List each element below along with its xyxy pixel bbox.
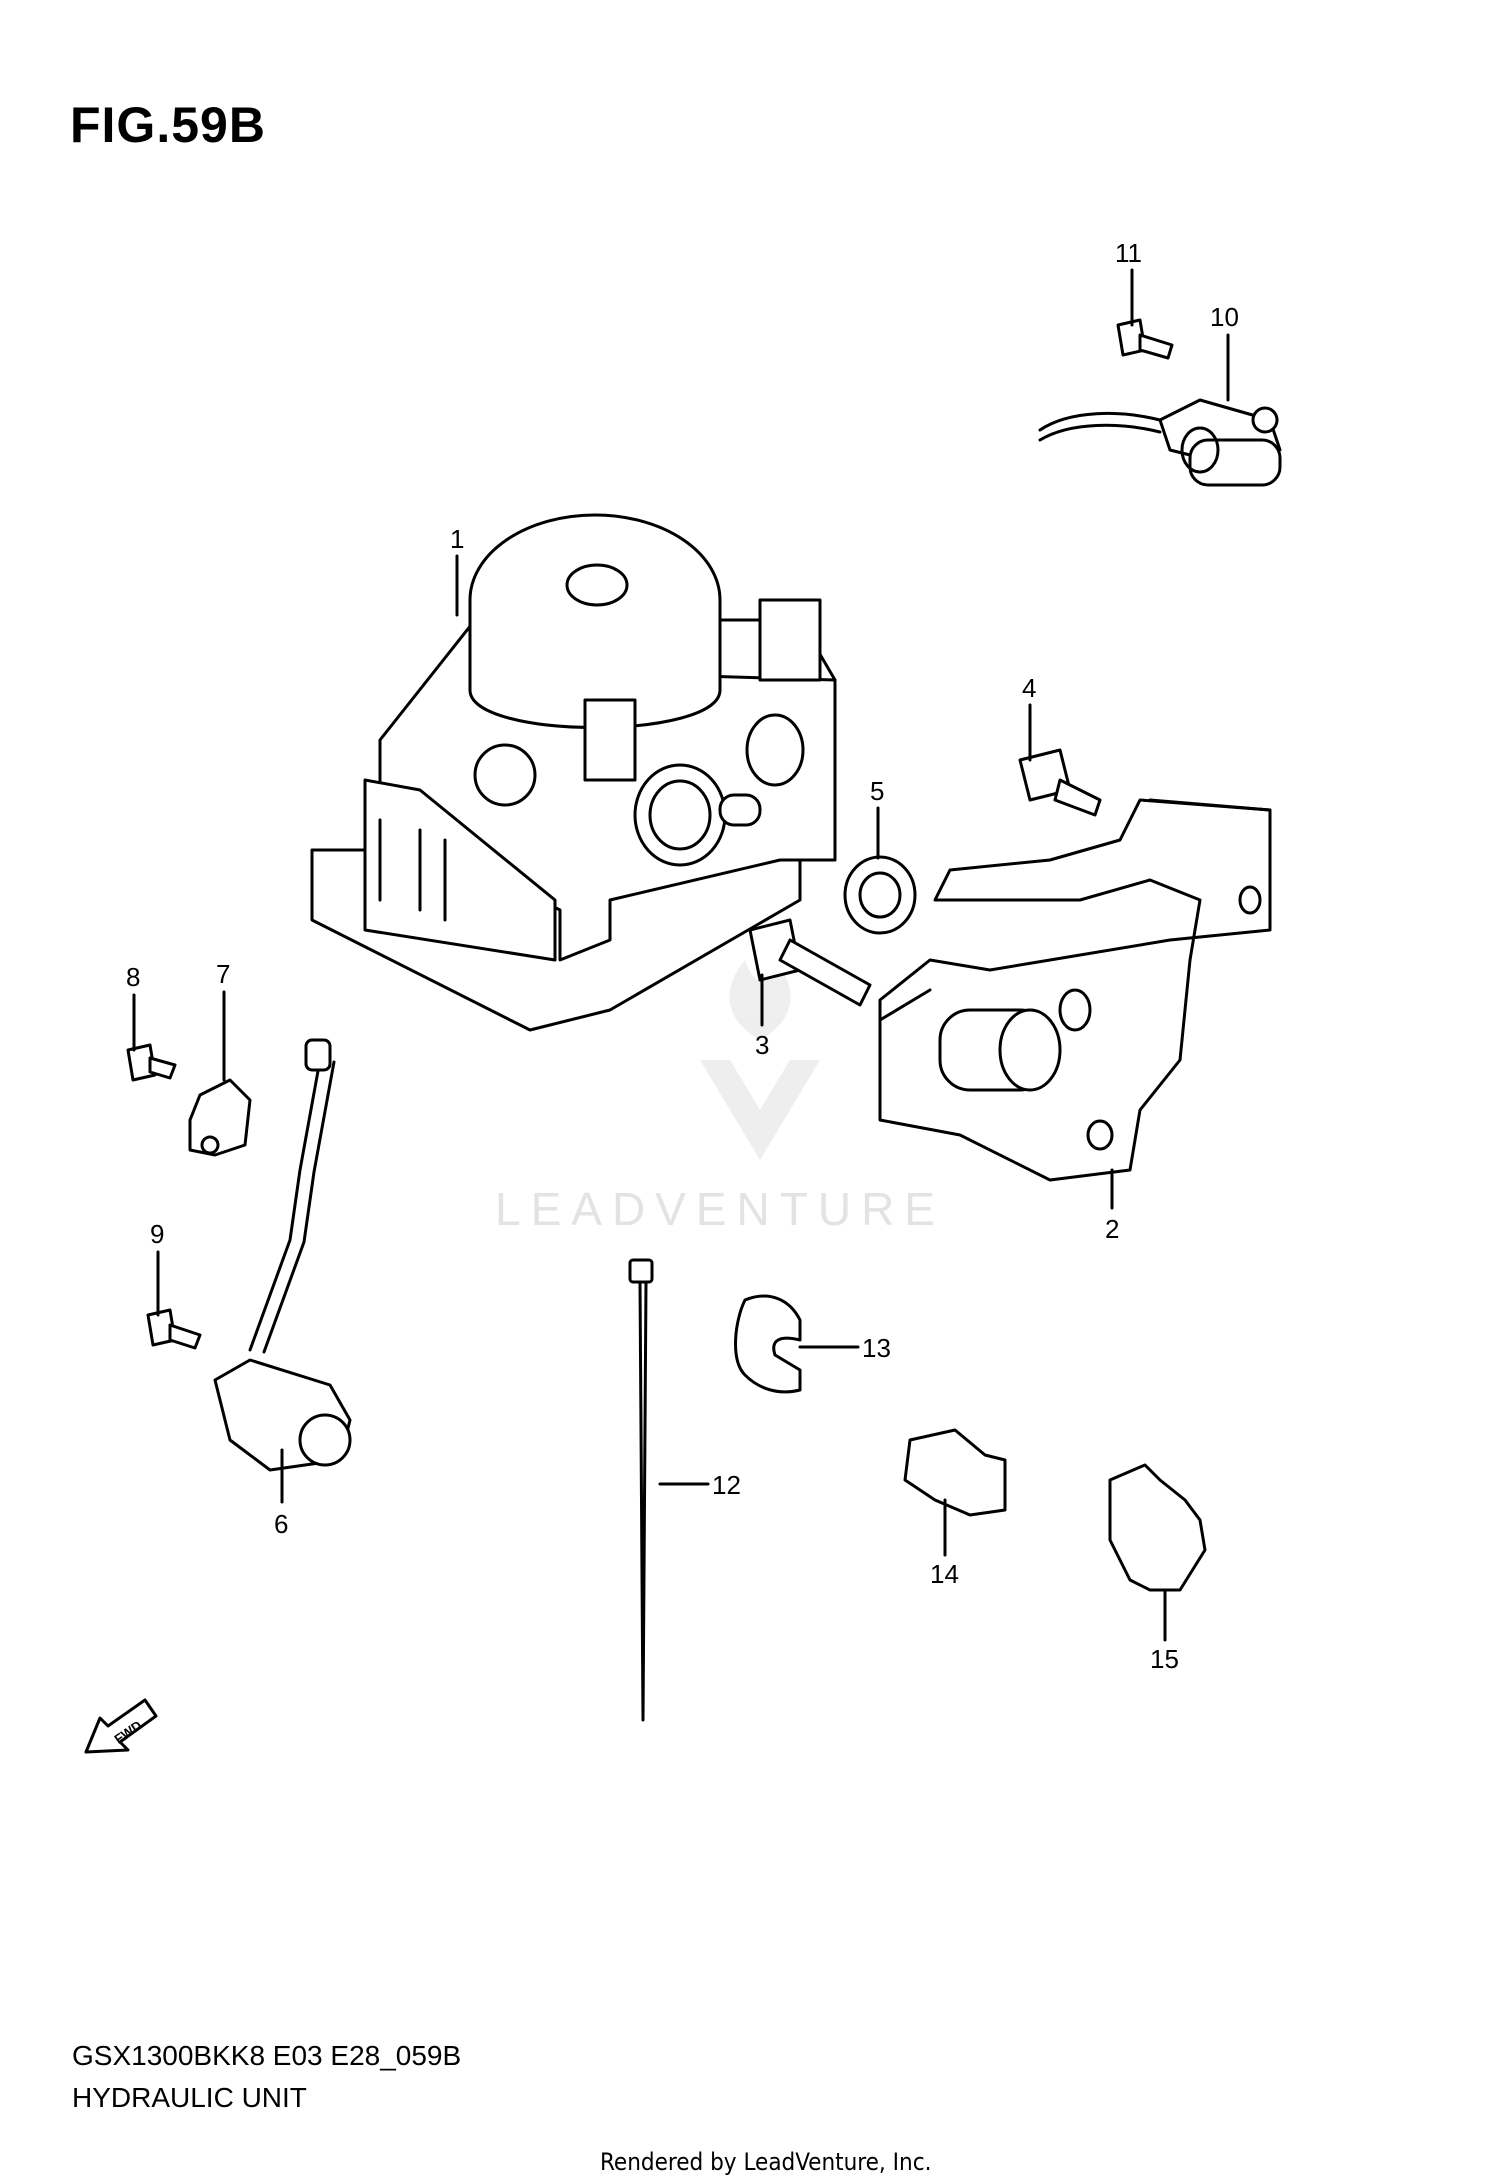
bolt-8-part xyxy=(126,1043,177,1082)
fwd-arrow-icon: FWD xyxy=(84,1698,158,1754)
callout-7: 7 xyxy=(216,959,230,989)
callout-10: 10 xyxy=(1210,302,1239,332)
cable-tie-part xyxy=(628,1258,654,1722)
callout-9: 9 xyxy=(150,1219,164,1249)
callout-labels: 1 2 3 4 5 6 7 8 9 10 11 12 13 14 15 xyxy=(126,238,1239,1674)
callout-8: 8 xyxy=(126,962,140,992)
callout-13: 13 xyxy=(862,1333,891,1363)
callout-5: 5 xyxy=(870,776,884,806)
clamp-7-part xyxy=(188,1078,252,1157)
rendered-by-footer: Rendered by LeadVenture, Inc. xyxy=(600,2148,932,2176)
clamp-14-part xyxy=(903,1428,1007,1517)
watermark-text: LEADVENTURE xyxy=(495,1183,945,1235)
callout-1: 1 xyxy=(450,524,464,554)
bracket-part xyxy=(878,798,1272,1182)
callout-3: 3 xyxy=(755,1030,769,1060)
speed-sensor-6-part xyxy=(213,1038,352,1472)
callout-12: 12 xyxy=(712,1470,741,1500)
long-bolt-part xyxy=(748,918,872,1007)
figure-title: FIG.59B xyxy=(70,97,266,153)
bolt-4-part xyxy=(1018,748,1102,817)
grommet-part xyxy=(843,855,917,935)
speed-sensor-10-part xyxy=(1038,398,1282,487)
clamp-15-part xyxy=(1108,1463,1207,1592)
model-code: GSX1300BKK8 E03 E28_059B xyxy=(72,2040,462,2071)
hydraulic-unit-part xyxy=(310,513,837,1032)
callout-11: 11 xyxy=(1115,238,1142,268)
watermark-logo-icon xyxy=(700,960,820,1160)
callout-6: 6 xyxy=(274,1509,288,1539)
callout-2: 2 xyxy=(1105,1214,1119,1244)
leader-lines xyxy=(132,268,1230,1642)
callout-15: 15 xyxy=(1150,1644,1179,1674)
leadventure-watermark: LEADVENTURE xyxy=(495,960,945,1235)
callout-4: 4 xyxy=(1022,673,1036,703)
bolt-11-part xyxy=(1116,318,1174,360)
part-name: HYDRAULIC UNIT xyxy=(72,2082,307,2113)
clamp-13-part xyxy=(734,1294,802,1394)
bolt-9-part xyxy=(146,1308,202,1350)
callout-14: 14 xyxy=(930,1559,959,1589)
